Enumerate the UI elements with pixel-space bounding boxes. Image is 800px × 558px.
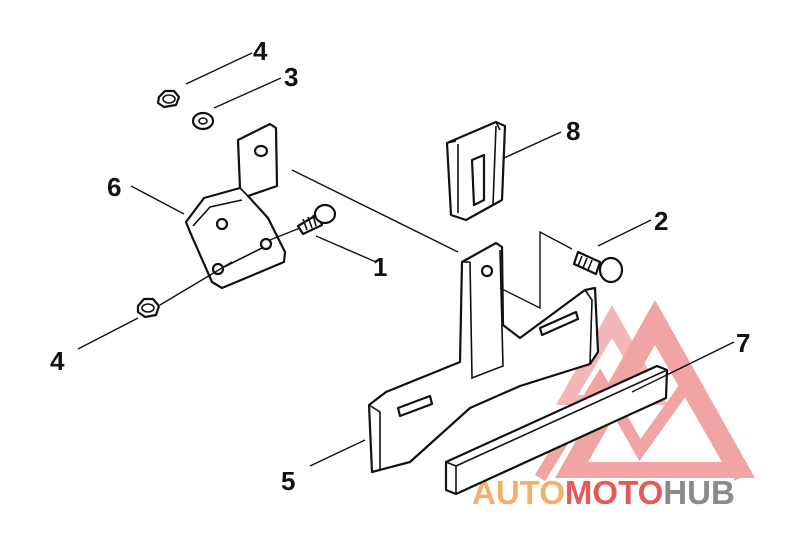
watermark-text-hub: HUB xyxy=(663,474,735,511)
callout-6: 6 xyxy=(107,172,121,202)
part-6-bracket xyxy=(184,122,287,290)
callout-2: 2 xyxy=(654,206,668,236)
part-5-mounting-plate xyxy=(367,241,600,474)
part-2-carriage-bolt xyxy=(572,250,624,284)
watermark-logo: AUTOMOTOHUB xyxy=(472,300,755,511)
callout-8: 8 xyxy=(566,116,580,146)
part-4-nut-top xyxy=(156,89,181,109)
callout-3: 3 xyxy=(284,62,298,92)
part-4-nut-bottom xyxy=(136,297,161,319)
part-3-washer xyxy=(191,111,215,131)
part-1-carriage-bolt xyxy=(296,203,337,236)
callout-4-top: 4 xyxy=(253,36,268,66)
callout-5: 5 xyxy=(281,466,295,496)
part-8-clip xyxy=(445,120,507,222)
callout-4-bottom: 4 xyxy=(50,346,65,376)
assembly-lines xyxy=(159,169,573,310)
callout-7: 7 xyxy=(736,328,750,358)
callout-leaders xyxy=(77,52,735,467)
part-7-strip xyxy=(444,364,669,496)
svg-text:AUTOMOTOHUB: AUTOMOTOHUB xyxy=(472,474,735,511)
callout-labels: 4 3 6 1 2 8 7 5 4 xyxy=(50,36,750,496)
watermark-text-moto: MOTO xyxy=(565,474,663,511)
callout-1: 1 xyxy=(373,252,387,282)
